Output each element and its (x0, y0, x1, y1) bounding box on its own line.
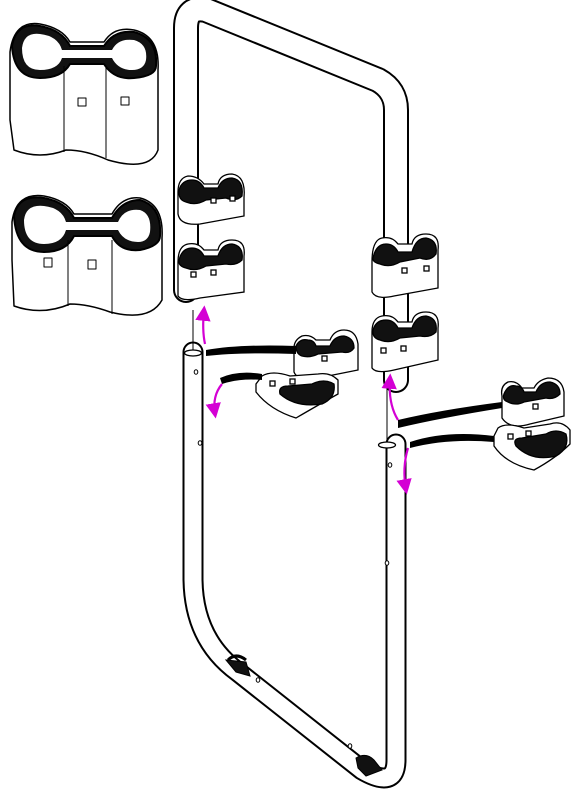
clamp-frame-left-upper (177, 173, 245, 225)
clamp-detail-lower (11, 194, 163, 316)
elastic-straps (206, 345, 502, 448)
clamp-loose-right-lower (493, 422, 571, 471)
tube-holes (193, 369, 393, 749)
clamp-detail-upper (9, 22, 159, 165)
upper-u-frame (173, 0, 409, 393)
clamp-frame-left-lower (177, 239, 245, 301)
clamp-frame-right-lower (371, 311, 439, 373)
tube-end-right (377, 441, 397, 449)
bottom-crossbar-caps (224, 654, 383, 777)
tube-end-left (183, 349, 203, 357)
clamp-loose-right-upper (500, 377, 565, 427)
clamp-loose-middle-lower (255, 372, 339, 419)
clamp-loose-middle-upper (293, 329, 359, 380)
clamp-frame-right-upper (371, 233, 439, 298)
motion-arrows (195, 305, 412, 495)
